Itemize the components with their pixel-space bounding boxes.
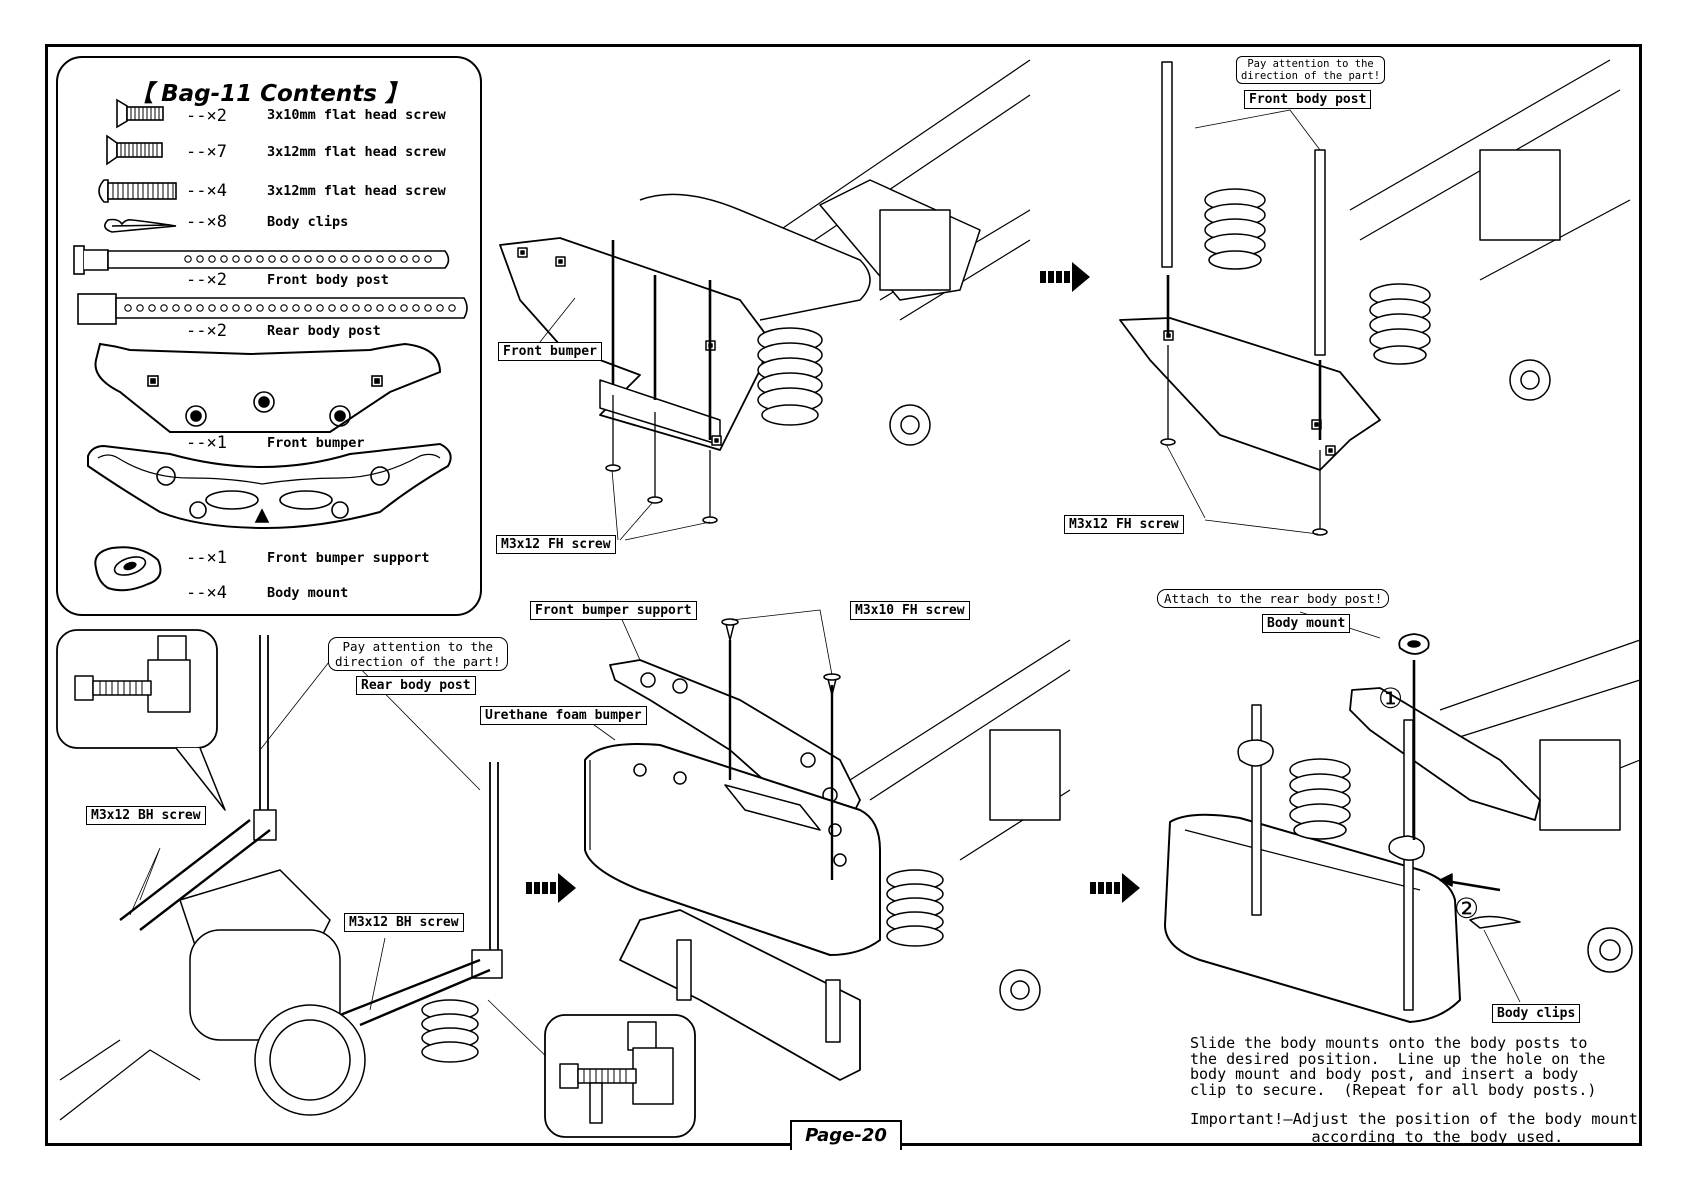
step2-shock-right <box>1369 283 1431 365</box>
step1-chassis-drawing <box>499 59 1031 541</box>
name-item-7: Front bumper <box>267 435 365 451</box>
step3-chassis-drawing <box>56 629 696 1138</box>
instructions-text: Slide the body mounts onto the body post… <box>1190 1034 1606 1099</box>
flat-head-screw-icon <box>116 98 164 129</box>
body-clip-icon <box>104 218 177 233</box>
label-m3x12-fh-screw-step1: M3x12 FH screw <box>496 535 616 554</box>
step-number-two: ② <box>1454 892 1480 925</box>
name-item-4: Body clips <box>267 214 349 230</box>
button-head-screw-icon <box>98 179 177 203</box>
label-m3x12-bh-screw-b: M3x12 BH screw <box>344 913 464 932</box>
name-item-5: Front body post <box>267 272 389 288</box>
front-bumper-support-icon <box>87 442 452 530</box>
note-direction-step2: Pay attention to the direction of the pa… <box>1236 56 1386 84</box>
qty-item-5: --×2 <box>186 270 227 290</box>
qty-item-1: --×2 <box>186 106 227 126</box>
qty-item-2: --×7 <box>186 142 227 162</box>
step3-shock <box>421 999 479 1063</box>
name-item-9: Body mount <box>267 585 349 601</box>
bag-title: 【 Bag-11 Contents 】 <box>130 81 408 107</box>
important-note: Important!—Adjust the position of the bo… <box>1190 1110 1638 1146</box>
label-front-body-post: Front body post <box>1244 90 1372 109</box>
flat-head-screw-icon <box>106 134 163 166</box>
qty-item-9: --×4 <box>186 583 227 603</box>
name-item-3: 3x12mm flat head screw <box>267 183 446 199</box>
qty-item-6: --×2 <box>186 321 227 341</box>
name-item-6: Rear body post <box>267 323 381 339</box>
bag-contents-panel: 【 Bag-11 Contents 】 <box>56 56 482 616</box>
qty-item-8: --×1 <box>186 548 227 568</box>
name-item-1: 3x10mm flat head screw <box>267 107 446 123</box>
note-attach-rear-body-post: Attach to the rear body post! <box>1157 589 1390 608</box>
step5-chassis-drawing <box>1164 611 1641 1023</box>
label-rear-body-post: Rear body post <box>356 676 476 695</box>
step2-chassis-drawing <box>1119 59 1631 536</box>
qty-item-4: --×8 <box>186 212 227 232</box>
name-item-8: Front bumper support <box>267 550 430 566</box>
page-number: Page-20 <box>790 1120 902 1150</box>
label-body-mount: Body mount <box>1262 614 1351 633</box>
note-direction-step3: Pay attention to the direction of the pa… <box>328 637 508 671</box>
flow-arrow <box>526 262 1140 903</box>
step2-shock-left <box>1204 188 1266 270</box>
qty-item-3: --×4 <box>186 181 227 201</box>
label-front-bumper-support: Front bumper support <box>530 601 697 620</box>
step5-shock <box>1289 758 1351 840</box>
rear-body-post-icon <box>77 293 468 325</box>
step1-shock <box>757 327 823 426</box>
step4-shock <box>886 869 944 947</box>
front-bumper-icon <box>94 342 442 433</box>
label-body-clips: Body clips <box>1492 1004 1581 1023</box>
step-number-one: ① <box>1378 682 1404 715</box>
name-item-2: 3x12mm flat head screw <box>267 144 446 160</box>
front-body-post-icon <box>73 245 450 275</box>
body-mount-icon <box>94 546 162 592</box>
qty-item-7: --×1 <box>186 433 227 453</box>
label-m3x12-fh-screw-step2: M3x12 FH screw <box>1064 515 1184 534</box>
label-m3x12-bh-screw-a: M3x12 BH screw <box>86 806 206 825</box>
label-urethane-foam-bumper: Urethane foam bumper <box>480 706 647 725</box>
label-m3x10-fh-screw: M3x10 FH screw <box>850 601 970 620</box>
step4-chassis-drawing <box>584 609 1071 1081</box>
label-front-bumper: Front bumper <box>498 342 602 361</box>
